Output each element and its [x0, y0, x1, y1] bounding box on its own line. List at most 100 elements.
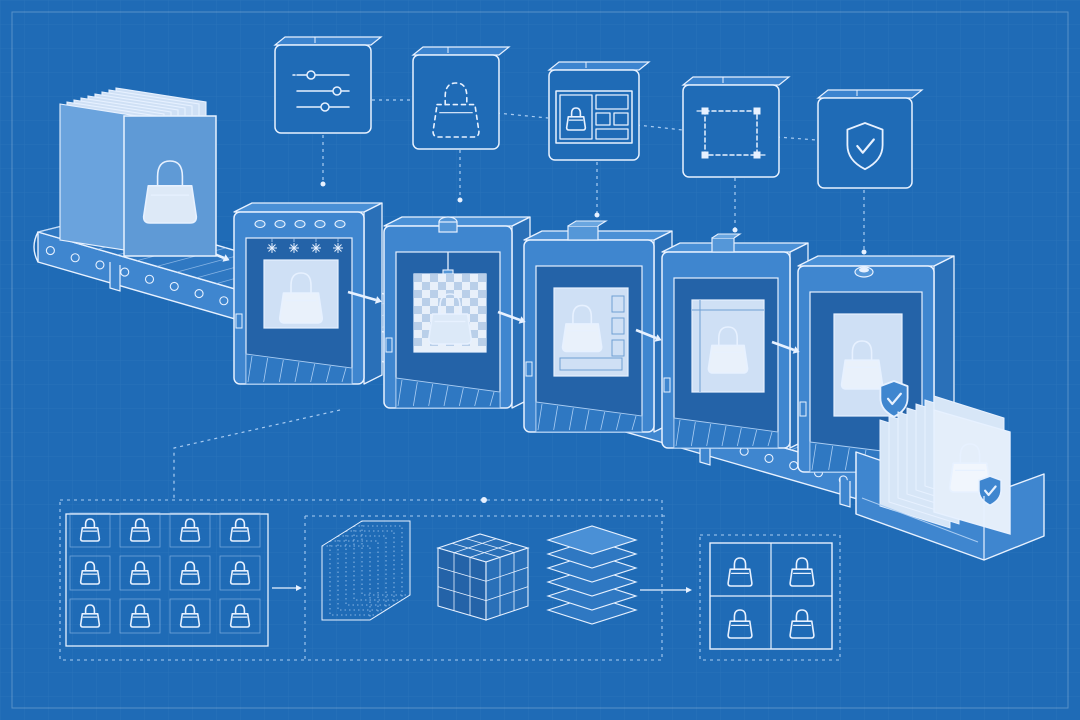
knob-control [334, 219, 346, 229]
grid-cell [119, 555, 161, 591]
machine-stage-4 [661, 233, 809, 449]
machine-top [661, 242, 809, 253]
grid-cell [219, 512, 261, 548]
machine-belt-slat [631, 415, 637, 431]
stage-callout-5 [816, 89, 924, 189]
layer-stack-icon [546, 525, 638, 625]
sparkle-icon [311, 243, 321, 253]
nozzle-body [438, 221, 458, 233]
stage-callout-2 [411, 46, 511, 150]
machine-belt-slat [752, 429, 758, 447]
sparkle-icon [267, 243, 277, 253]
bin-edge [855, 452, 985, 560]
bag-icon [229, 561, 251, 585]
machine-belt-slat [736, 427, 742, 447]
machine-stage-2 [383, 216, 531, 409]
connector-lines [173, 99, 867, 498]
layer-plane [546, 525, 638, 555]
machine-inner-belt [673, 417, 779, 449]
machine-belt-slat [443, 385, 449, 407]
machine-belt-slat [341, 367, 347, 383]
machine-belt-slat [584, 409, 590, 431]
machine-inner-belt [245, 353, 353, 385]
bag-icon [179, 518, 201, 542]
shield-check-icon [879, 380, 909, 418]
belt-roller [764, 453, 774, 463]
grid-cell [169, 555, 211, 591]
grid-cube-icon [436, 533, 530, 621]
machine-belt-slat [600, 411, 606, 431]
callout-top [411, 46, 511, 56]
bag-icon [229, 518, 251, 542]
bag-icon [561, 304, 603, 353]
connector-to-training [173, 409, 341, 498]
bag-icon [840, 340, 884, 390]
machine-belt-slat [247, 355, 253, 383]
top-button-light [859, 267, 869, 273]
stage-callout-1 [273, 36, 383, 134]
blueprint-frame [11, 11, 1069, 709]
bag-icon [129, 604, 151, 628]
knob-control [314, 219, 326, 229]
sparkle-icon [289, 243, 299, 253]
bag-icon [142, 160, 198, 224]
machine-stage-3 [523, 220, 673, 433]
bag-icon [789, 609, 815, 639]
flow-arrow-icon [497, 310, 526, 324]
machine-belt-slat [615, 413, 621, 431]
training-anchor-dot [481, 497, 487, 503]
belt-roller [45, 246, 55, 256]
grid-cell [69, 512, 111, 548]
bag-icon [79, 604, 101, 628]
machine-belt-slat [263, 357, 269, 383]
flow-arrow-icon [347, 290, 382, 304]
machine-belt-slat [537, 403, 543, 431]
grid-cell [219, 555, 261, 591]
bag-icon [727, 557, 753, 587]
callout-anchor-dot [594, 212, 600, 218]
bag-icon [129, 561, 151, 585]
arrow-icon [272, 585, 302, 591]
layout-icon [555, 90, 633, 144]
machine-belt-slat [844, 447, 850, 471]
belt-roller [194, 289, 204, 299]
machine-belt-slat [811, 443, 817, 471]
bag-icon [129, 518, 151, 542]
sliders-icon [292, 70, 350, 112]
bag-icon [229, 604, 251, 628]
flow-arrow-icon [635, 328, 662, 342]
belt-end-cap [33, 231, 39, 263]
callout-top [547, 61, 651, 71]
top-block [567, 225, 599, 241]
grid-cell [169, 512, 211, 548]
belt-leg [839, 478, 851, 508]
layout-cell [611, 295, 625, 313]
knob-control [254, 219, 266, 229]
stage-callout-3 [547, 61, 651, 161]
machine-side-vent [235, 313, 243, 329]
machine-belt-slat [294, 361, 300, 383]
connector-3-4 [636, 124, 684, 131]
bag-icon [278, 272, 324, 324]
shield-check-icon [846, 122, 884, 171]
output-image-bin [855, 395, 1045, 561]
training-panel [59, 497, 841, 661]
belt-roller [120, 267, 130, 277]
machine-side [363, 202, 383, 385]
machine-belt-slat [675, 419, 681, 447]
layout-cell [559, 357, 623, 371]
top-block-lid [567, 220, 608, 227]
callout-anchor-dot [732, 227, 738, 233]
machine-stage-1 [233, 202, 383, 385]
bag-icon [79, 561, 101, 585]
layout-cell [611, 317, 625, 335]
machine-belt-slat [325, 365, 331, 383]
machine-belt-slat [310, 363, 316, 383]
grid-cell [69, 598, 111, 634]
machine-side-vent [525, 361, 533, 377]
callout-box [548, 69, 640, 161]
belt-roller [144, 274, 155, 284]
source-image-stack [59, 87, 217, 257]
belt-roller [70, 253, 80, 263]
verified-image-card [833, 313, 909, 418]
